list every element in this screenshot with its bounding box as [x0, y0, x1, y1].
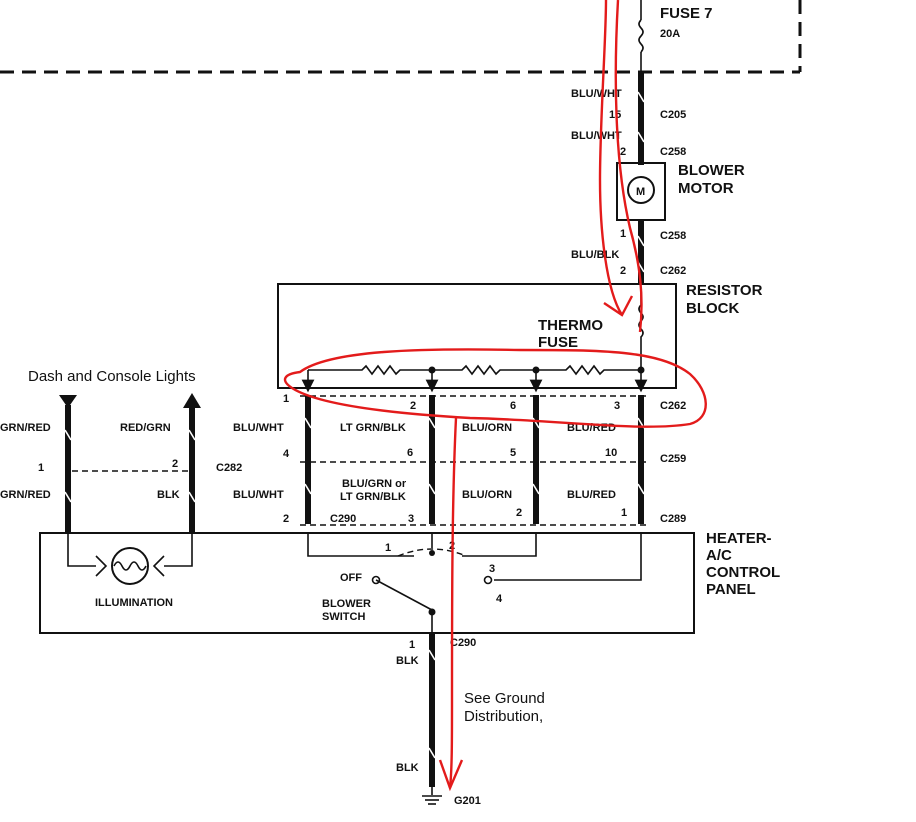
motor-out-wire-color: BLU/BLK	[571, 249, 619, 261]
col1-pin-c259: 4	[283, 448, 290, 460]
feed-wire-1-color: BLU/WHT	[571, 88, 622, 100]
lights-pin-right: 2	[172, 458, 178, 470]
connector-c262: C262	[660, 400, 686, 412]
column-1-labels: 1 BLU/WHT 4 BLU/WHT 2	[233, 393, 290, 525]
col1-pin-c262: 1	[283, 393, 289, 405]
dash-console-lights: Dash and Console Lights GRN/RED RED/GRN …	[0, 368, 242, 533]
lights-left-wire-top: GRN/RED	[0, 422, 51, 434]
blower-motor-label-2: MOTOR	[678, 180, 734, 197]
feed-pin-2: 2	[620, 146, 626, 158]
fuse-rating: 20A	[660, 28, 680, 40]
col1-pin-c290: 2	[283, 513, 289, 525]
col1-wire-top: BLU/WHT	[233, 422, 284, 434]
col3-wire-top: BLU/ORN	[462, 422, 512, 434]
resistor-block-label-2: BLOCK	[686, 300, 739, 317]
connector-c289: C289	[660, 513, 686, 525]
blower-switch-label-2: SWITCH	[322, 611, 365, 623]
col4-pin-c262: 3	[614, 400, 620, 412]
lights-pin-left: 1	[38, 462, 44, 474]
fuse-box-boundary	[0, 0, 802, 74]
switch-pos-1: 1	[385, 542, 391, 554]
switch-pos-4: 4	[496, 593, 503, 605]
col4-wire-bottom: BLU/RED	[567, 489, 616, 501]
col2-pin-c290: 3	[408, 513, 414, 525]
col2-pin-c259: 6	[407, 447, 413, 459]
col3-wire-bottom: BLU/ORN	[462, 489, 512, 501]
col3-pin-c259: 5	[510, 447, 516, 459]
connector-names: C262 C259 C290 C289	[330, 400, 686, 525]
lights-right-wire-top: RED/GRN	[120, 422, 171, 434]
col3-pin-c262: 6	[510, 400, 516, 412]
ground-pin: 1	[409, 639, 415, 651]
col1-wire-bottom: BLU/WHT	[233, 489, 284, 501]
col3-pin-c289: 2	[516, 507, 522, 519]
connector-dash-lines	[300, 395, 650, 526]
connector-c290: C290	[330, 513, 356, 525]
col2-wire-bottom-1: BLU/GRN or	[342, 478, 407, 490]
blower-switch-label-1: BLOWER	[322, 598, 371, 610]
motor-icon	[627, 176, 655, 204]
resistor-block-label-1: RESISTOR	[686, 282, 763, 299]
blower-motor-label-1: BLOWER	[678, 162, 745, 179]
lights-title: Dash and Console Lights	[28, 368, 196, 385]
connector-c259: C259	[660, 453, 686, 465]
switch-off-label: OFF	[340, 572, 362, 584]
resistor-output-wires	[304, 395, 645, 524]
col4-pin-c289: 1	[621, 507, 627, 519]
connector-c258-bottom: C258	[660, 230, 686, 242]
connector-c205: C205	[660, 109, 686, 121]
lights-right-wire-bottom: BLK	[157, 489, 180, 501]
red-annotation-path	[283, 0, 707, 792]
connector-c262-top: C262	[660, 265, 686, 277]
panel-label-2: A/C	[706, 547, 732, 564]
resistor-in-pin: 2	[620, 265, 626, 277]
ground-wire-color-2: BLK	[396, 762, 419, 774]
col2-wire-top: LT GRN/BLK	[340, 422, 406, 434]
feed-pin-15: 15	[609, 109, 621, 121]
switch-pos-3: 3	[489, 563, 495, 575]
fuse-name: FUSE 7	[660, 5, 713, 22]
panel-label-3: CONTROL	[706, 564, 780, 581]
col2-pin-c262: 2	[410, 400, 416, 412]
ground-name-g201: G201	[454, 795, 481, 807]
feed-wire-2-color: BLU/WHT	[571, 130, 622, 142]
connector-c290-ground: C290	[450, 637, 476, 649]
panel-label-1: HEATER-	[706, 530, 772, 547]
connector-c282: C282	[216, 462, 242, 474]
connector-c258-top: C258	[660, 146, 686, 158]
ground-note-1: See Ground	[464, 690, 545, 707]
ground-wire-color-1: BLK	[396, 655, 419, 667]
col4-pin-c259: 10	[605, 447, 617, 459]
illumination-label: ILLUMINATION	[95, 597, 173, 609]
ground-note-2: Distribution,	[464, 708, 543, 725]
col2-wire-bottom-2: LT GRN/BLK	[340, 491, 406, 503]
motor-out-pin: 1	[620, 228, 626, 240]
thermo-fuse-label-2: FUSE	[538, 334, 578, 351]
thermo-fuse-label-1: THERMO	[538, 317, 603, 334]
heater-ac-control-panel: HEATER- A/C CONTROL PANEL ILLUMINATION 1…	[39, 530, 780, 634]
ground-circuit: 1 C290 BLK See Ground Distribution, BLK …	[396, 632, 545, 807]
column-4-labels: 3 BLU/RED 10 BLU/RED 1	[567, 400, 627, 519]
panel-label-4: PANEL	[706, 581, 756, 598]
blower-feed-wire: BLU/WHT 15 C205 BLU/WHT 2 C258	[571, 72, 686, 165]
lights-right-arrow-icon	[183, 393, 201, 408]
column-2-labels: 2 LT GRN/BLK 6 BLU/GRN or LT GRN/BLK 3	[340, 400, 416, 525]
resistor-block: RESISTOR BLOCK THERMO FUSE	[277, 282, 763, 393]
fuse-7: FUSE 7 20A	[638, 0, 713, 72]
blower-motor: M BLOWER MOTOR 1 C258 BLU/BLK 2 C262	[571, 162, 745, 283]
motor-symbol: M	[636, 186, 645, 198]
column-3-labels: 6 BLU/ORN 5 BLU/ORN 2	[462, 400, 522, 519]
lights-left-arrow-icon	[59, 395, 77, 408]
lights-left-wire-bottom: GRN/RED	[0, 489, 51, 501]
